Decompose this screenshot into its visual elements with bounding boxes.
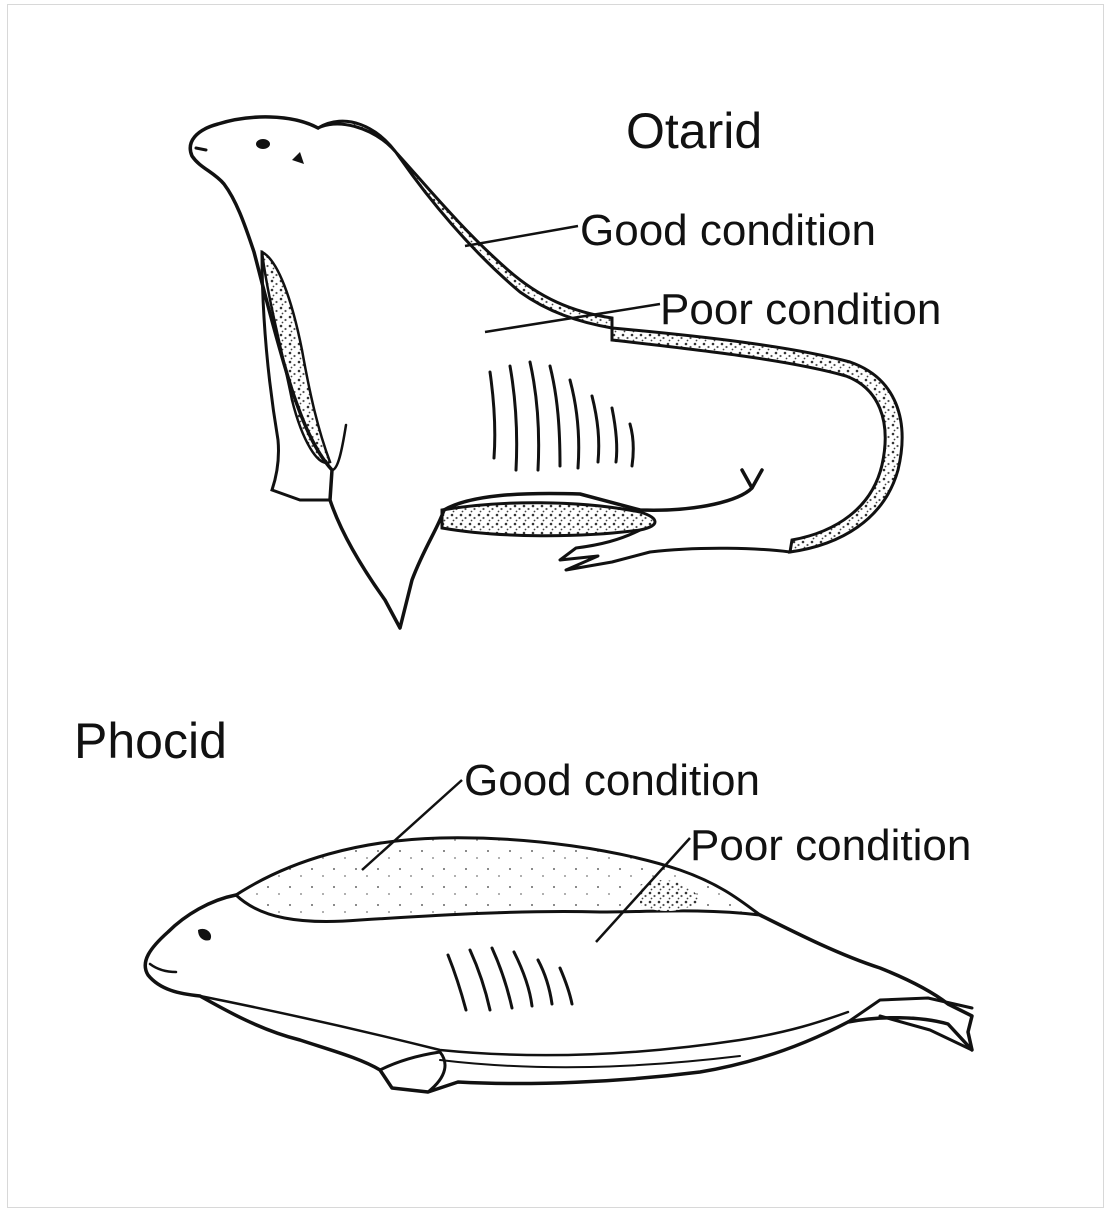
- otarid-illustration: [190, 117, 902, 628]
- phocid-good-condition-label: Good condition: [464, 756, 760, 805]
- phocid-belly-line: [200, 996, 848, 1055]
- otarid-poor-condition-label: Poor condition: [660, 285, 941, 334]
- otarid-title: Otarid: [626, 103, 762, 159]
- otarid-rib-lines: [490, 362, 633, 470]
- otarid-flipper-shading: [262, 252, 330, 463]
- phocid-belly-lower-line: [440, 1056, 740, 1067]
- phocid-eye: [198, 929, 211, 941]
- otarid-good-leader-line: [465, 226, 578, 246]
- otarid-rump-fat-layer: [612, 328, 902, 552]
- otarid-belly-fat-layer: [442, 503, 655, 536]
- phocid-rib-lines: [448, 948, 572, 1010]
- phocid-title: Phocid: [74, 713, 227, 769]
- otarid-body-outline: [190, 117, 762, 628]
- otarid-eye: [256, 139, 270, 149]
- otarid-nose: [196, 148, 206, 150]
- otarid-back-fat-layer: [318, 121, 612, 328]
- phocid-mouth: [150, 964, 176, 972]
- phocid-poor-condition-label: Poor condition: [690, 821, 971, 870]
- phocid-body-outline: [145, 895, 972, 1092]
- otarid-ear: [292, 152, 304, 164]
- otarid-chest-line: [332, 425, 346, 470]
- otarid-good-condition-label: Good condition: [580, 206, 876, 255]
- otarid-hind-flipper: [560, 530, 790, 570]
